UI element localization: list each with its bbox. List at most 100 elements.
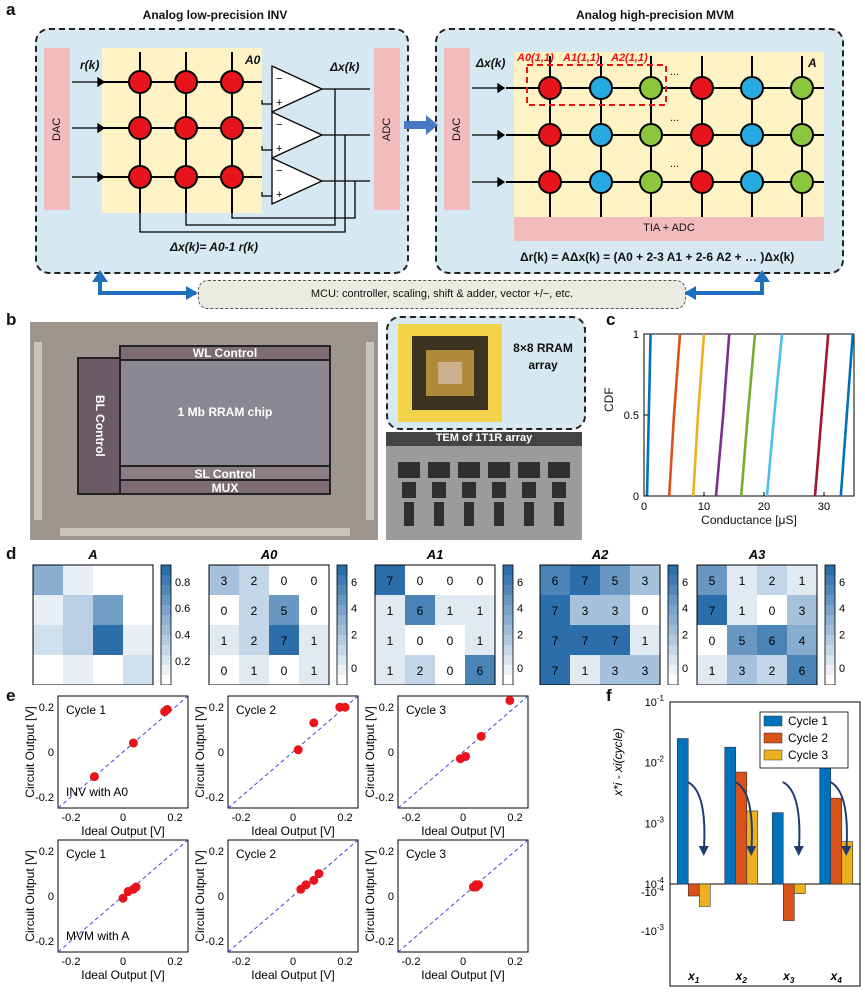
- c-ytick: 0.5: [624, 410, 639, 422]
- c-ylabel: CDF: [602, 387, 616, 413]
- c-xtick: 30: [818, 501, 830, 513]
- scatter-point: [474, 880, 484, 890]
- heatmap-value: 3: [221, 574, 228, 588]
- cycle-label: Cycle 3: [406, 847, 446, 861]
- crossbar-cell: [128, 165, 152, 189]
- heatmap-value: 0: [769, 604, 776, 618]
- heatmap-cell: [209, 565, 239, 595]
- legend-label: Cycle 1: [788, 714, 828, 728]
- colorbar-tick: 2: [682, 630, 688, 642]
- heatmap-cell: [123, 655, 153, 685]
- bar-cycle-3-x1: [698, 883, 711, 907]
- e-xtick: 0: [120, 956, 126, 968]
- wl-control-label: WL Control: [192, 346, 258, 360]
- colorbar-tick: 0: [839, 663, 845, 675]
- heatmap-value: 3: [612, 604, 619, 618]
- dx-label: Δx(k): [330, 60, 360, 74]
- heatmap-cell: [239, 655, 269, 685]
- heatmap-cell: [727, 565, 757, 595]
- heatmap-cell: [540, 655, 570, 685]
- e-xtick: 0.2: [507, 812, 522, 824]
- panel-label-c: c: [606, 310, 616, 329]
- crossbar-cell: [690, 170, 714, 194]
- panel-label-a: a: [6, 0, 16, 19]
- bar-cycle-1-x3: [771, 812, 784, 885]
- e-xtick: -0.2: [62, 812, 81, 824]
- heatmap-cell: [757, 625, 787, 655]
- tem-image: [386, 432, 582, 540]
- heatmap-value: 6: [769, 634, 776, 648]
- e-xtick: 0: [290, 812, 296, 824]
- heatmap-cell: [239, 565, 269, 595]
- heatmap-value: 1: [582, 664, 589, 678]
- heatmap-value: 6: [552, 574, 559, 588]
- legend-swatch: [763, 715, 783, 727]
- heatmap-cell: [375, 625, 405, 655]
- svg-text:−: −: [276, 73, 282, 85]
- heatmap-cell: [33, 565, 63, 595]
- a0-label: A0: [245, 53, 261, 67]
- heatmap-cell: [787, 655, 817, 685]
- heatmap-cell: [787, 595, 817, 625]
- heatmap-cell: [630, 655, 660, 685]
- heatmap-value: 2: [769, 664, 776, 678]
- heatmap-cell: [405, 595, 435, 625]
- cycle-label: Cycle 1: [66, 847, 106, 861]
- c-xtick: 10: [698, 501, 710, 513]
- e-xlabel: Ideal Output [V]: [81, 824, 164, 838]
- identity-line: [227, 839, 359, 953]
- heatmap-cell: [697, 655, 727, 685]
- legend-swatch: [763, 749, 783, 761]
- crossbar-cell: [639, 76, 663, 100]
- heatmap-value: 0: [281, 574, 288, 588]
- heatmap-cell: [209, 655, 239, 685]
- heatmap-cell: [299, 655, 329, 685]
- heatmap-cell: [757, 595, 787, 625]
- colorbar-tick: 2: [517, 630, 523, 642]
- mcu-bar: MCU: controller, scaling, shift & adder,…: [198, 280, 686, 309]
- colorbar-tick: 4: [351, 603, 357, 615]
- heatmap-value: 0: [447, 664, 454, 678]
- e-ylabel: Circuit Output [V]: [363, 850, 377, 941]
- e-xtick: 0.2: [337, 956, 352, 968]
- cdf-series-7: [813, 333, 830, 497]
- heatmap-value: 0: [417, 574, 424, 588]
- e-xlabel: Ideal Output [V]: [251, 968, 334, 982]
- heatmap-value: 3: [799, 604, 806, 618]
- heatmap-value: 1: [221, 634, 228, 648]
- array-label: 8×8 RRAM array: [513, 341, 573, 372]
- panel-label-e: e: [6, 686, 16, 705]
- scatter-point: [505, 695, 515, 705]
- heatmap-value: 7: [281, 634, 288, 648]
- crossbar-cell: [589, 123, 613, 147]
- heatmap-cell: [63, 595, 93, 625]
- cdf-series-6: [765, 333, 784, 497]
- a0-sub-label: A0(1,1): [517, 52, 554, 64]
- cdf-series-1: [645, 333, 652, 497]
- f-ytick: 10-1: [645, 694, 665, 709]
- heatmap-value: 0: [311, 604, 318, 618]
- scatter-point: [118, 893, 128, 903]
- note-label: INV with A0: [66, 785, 128, 799]
- e-xtick: -0.2: [232, 956, 251, 968]
- bl-control-label: BL Control: [93, 395, 107, 457]
- identity-line: [227, 695, 359, 809]
- crossbar-cell: [740, 76, 764, 100]
- heatmap-value: 3: [739, 664, 746, 678]
- svg-text:+: +: [276, 143, 282, 155]
- heatmap-cell: [239, 625, 269, 655]
- heatmap-cell: [570, 625, 600, 655]
- f-ytick: 10-4: [645, 876, 665, 891]
- crossbar-cell: [220, 70, 244, 94]
- e-xlabel: Ideal Output [V]: [421, 968, 504, 982]
- scatter-point: [461, 751, 471, 761]
- e-ytick: 0: [48, 891, 54, 903]
- bar-cycle-2-x4: [830, 797, 843, 885]
- heatmap-title: A0: [260, 547, 278, 562]
- heatmap-cell: [630, 625, 660, 655]
- heatmap-title: A1: [426, 547, 444, 562]
- heatmap-cell: [33, 655, 63, 685]
- identity-line: [397, 839, 529, 953]
